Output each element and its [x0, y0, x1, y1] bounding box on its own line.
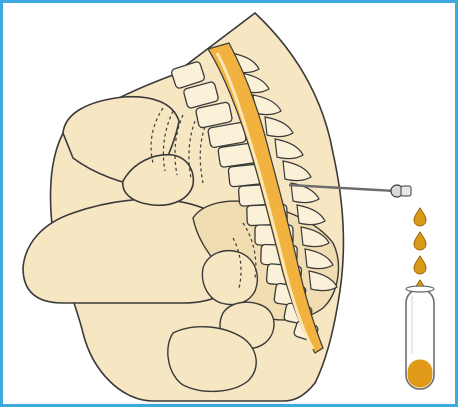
csf-drop: [414, 256, 426, 274]
csf-drop: [414, 232, 426, 250]
csf-drop: [414, 208, 426, 226]
buttock: [202, 251, 257, 305]
csf-drops: [414, 208, 426, 298]
tube-fluid: [408, 360, 433, 388]
lumbar-puncture-illustration: [3, 3, 455, 404]
test-tube: [406, 286, 434, 389]
